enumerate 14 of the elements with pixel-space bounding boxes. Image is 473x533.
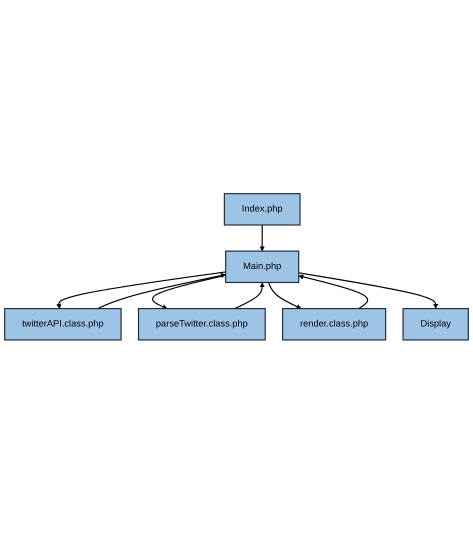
arrow [268, 282, 302, 309]
arrow [152, 274, 226, 309]
node-box: Display [402, 308, 469, 340]
arrow [298, 274, 368, 309]
node-box: twitterAPI.class.php [4, 308, 122, 340]
node-box: Main.php [225, 250, 300, 283]
node-box: Index.php [224, 192, 301, 226]
node-box: parseTwitter.class.php [138, 308, 266, 340]
arrow [56, 271, 226, 309]
node-box: render.class.php [282, 308, 386, 340]
arrow [298, 272, 438, 309]
arrow [260, 224, 265, 252]
arrow [97, 272, 226, 309]
arrow [234, 282, 265, 309]
